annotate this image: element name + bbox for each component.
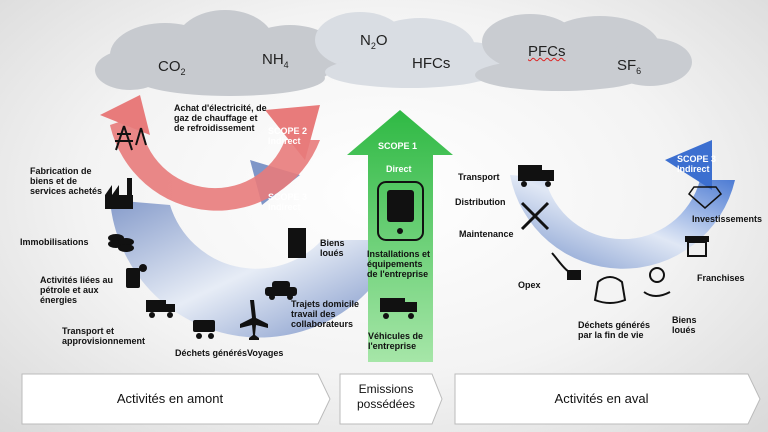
scope2-title: SCOPE 2 (268, 126, 308, 136)
upstream-dechets-label: Déchets générés (175, 348, 248, 358)
scope2-arrow (110, 115, 320, 211)
downstream-transport-label: Transport (458, 172, 500, 182)
scope2-subtitle: Indirect (268, 136, 301, 146)
truck-icon-upstream (146, 300, 175, 318)
downstream-maintenance-label: Maintenance (459, 229, 514, 239)
waste-truck-icon (193, 320, 215, 339)
upstream-trajets-label: Trajets domicile travail des collaborate… (291, 299, 360, 329)
scope3-upstream-title: SCOPE 3 (268, 192, 308, 202)
upstream-transport-label: Transport et approvisionnement (62, 326, 146, 346)
banner-amont-label: Activités en amont (116, 391, 224, 406)
storefront-icon (685, 236, 709, 257)
delivery-truck-icon (518, 165, 554, 187)
power-pylon-icon (115, 125, 147, 151)
downstream-franchises-label: Franchises (697, 273, 745, 283)
scope2-item-label: Achat d'électricité, de gaz de chauffage… (174, 103, 267, 133)
dump-truck-icon (380, 298, 417, 319)
gear-hand-icon (643, 267, 671, 297)
gas-sf6: SF6 (617, 57, 642, 76)
gas-hfcs: HFCs (412, 55, 451, 72)
downstream-biens-loues-label: Biens loués (672, 315, 697, 335)
diamond-icon (687, 186, 723, 209)
downstream-distribution-label: Distribution (455, 197, 506, 207)
gas-n2o: N2O (360, 32, 388, 51)
oil-barrel-icon (126, 264, 147, 288)
building-icon (288, 228, 306, 258)
scope1-title: SCOPE 1 (378, 141, 418, 151)
banner-emissions-shape (339, 373, 443, 425)
scope1-arrow (347, 110, 453, 362)
upstream-biens-loues-label: Biens loués (320, 238, 345, 258)
coins-icon (108, 234, 134, 252)
downstream-dechets-label: Déchets générés par la fin de vie (578, 320, 651, 340)
upstream-fabrication-label: Fabrication de biens et de services ache… (30, 166, 103, 196)
downstream-opex-label: Opex (518, 280, 541, 290)
upstream-voyages-label: Voyages (247, 348, 284, 358)
scope3-upstream-subtitle: Indirect (268, 202, 301, 212)
boiler-icon (377, 181, 424, 241)
car-icon (265, 281, 297, 300)
banner-emissions-label: Emissions possédées (356, 382, 416, 411)
cloud-right (475, 14, 692, 91)
gas-pfcs: PFCs (528, 43, 566, 60)
banner-aval-label: Activités en aval (554, 391, 649, 406)
downstream-investissements-label: Investissements (692, 214, 763, 224)
upstream-petrole-label: Activités liées au pétrole et aux énergi… (40, 275, 114, 305)
electric-plug-icon (551, 252, 581, 280)
gas-co2: CO2 (158, 58, 186, 77)
banner-aval-shape (454, 373, 761, 425)
tools-icon (520, 201, 550, 231)
cloud-left (95, 10, 340, 96)
scope3-downstream-arrow (510, 175, 735, 269)
scope3-downstream-title: SCOPE 3 (677, 154, 717, 164)
recycling-bag-icon (593, 276, 627, 304)
banner-amont-shape (21, 373, 331, 425)
scope3-downstream-subtitle: Indirect (677, 164, 710, 174)
upstream-immobilisations-label: Immobilisations (20, 237, 89, 247)
plane-icon (240, 300, 268, 340)
scope3-upstream-arrow (110, 200, 400, 338)
scope1-subtitle: Direct (386, 164, 412, 174)
gas-nh4: NH4 (262, 51, 289, 70)
scope1-installations-label: Installations et équipements de l'entrep… (367, 249, 431, 279)
factory-icon (105, 178, 133, 209)
scope1-vehicules-label: Véhicules de l'entreprise (368, 331, 424, 351)
